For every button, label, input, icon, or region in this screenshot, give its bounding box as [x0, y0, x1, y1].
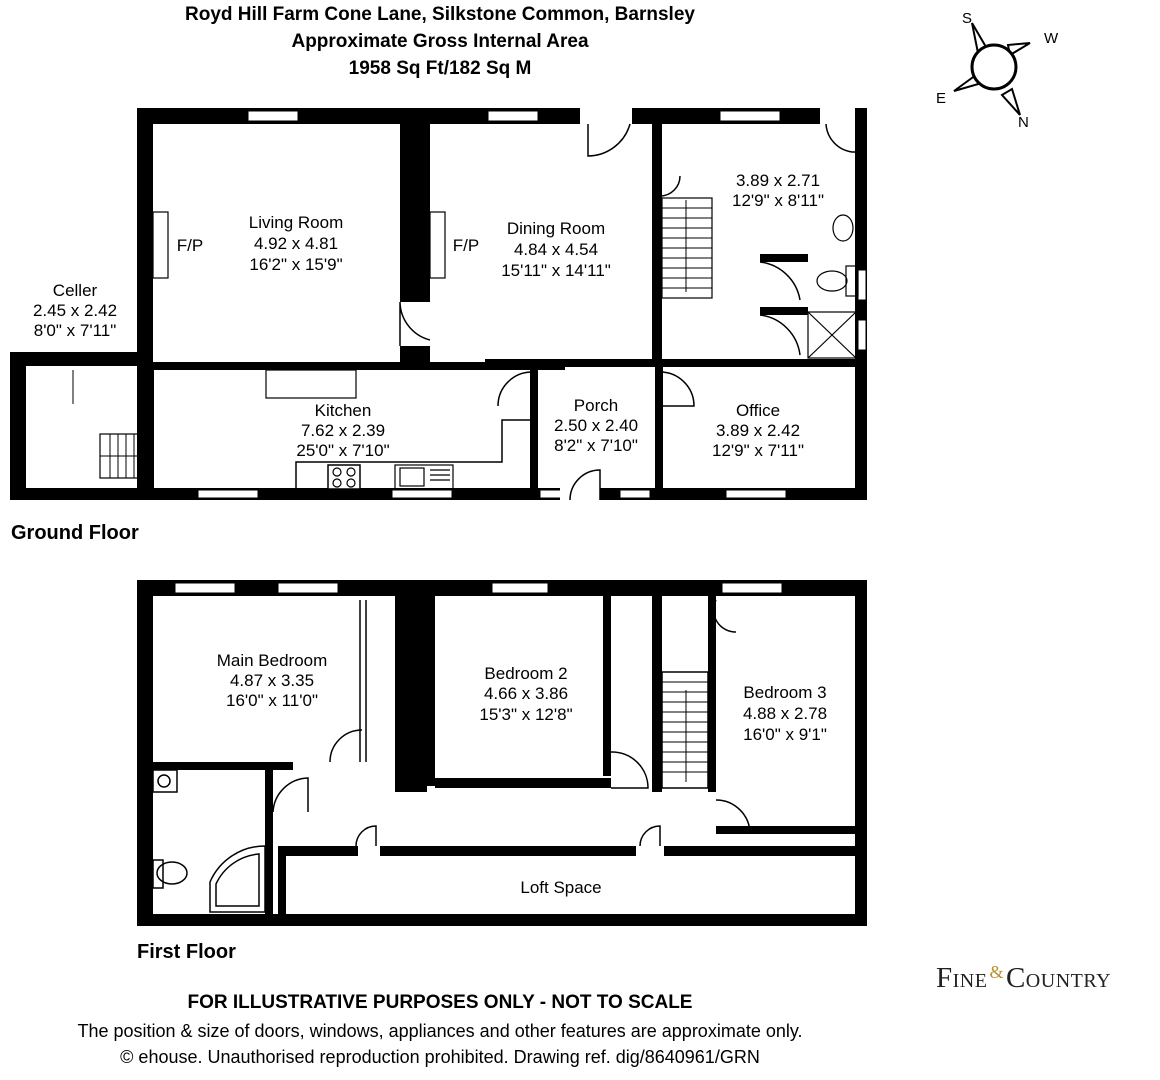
dining-room-metric: 4.84 x 4.54 [514, 240, 598, 259]
celler-name: Celler [53, 281, 98, 300]
kitchen-metric: 7.62 x 2.39 [301, 421, 385, 440]
dining-room-name: Dining Room [507, 219, 605, 238]
disclaimer: FOR ILLUSTRATIVE PURPOSES ONLY - NOT TO … [187, 992, 693, 1013]
kitchen-imperial: 25'0" x 7'10" [296, 441, 389, 460]
office-imperial: 12'9" x 7'11" [712, 441, 804, 460]
kitchen-name: Kitchen [315, 401, 372, 420]
bedroom3-imperial: 16'0" x 9'1" [743, 725, 827, 744]
brand-country: Country [1005, 962, 1112, 994]
brand-amp: & [989, 962, 1004, 982]
area-value: 1958 Sq Ft/182 Sq M [348, 58, 532, 79]
compass-w: W [1044, 30, 1059, 47]
bedroom3-name: Bedroom 3 [743, 683, 826, 702]
dining-room-imperial: 15'11" x 14'11" [501, 261, 611, 280]
first-floor-plan: Main Bedroom 4.87 x 3.35 16'0" x 11'0" B… [137, 580, 867, 926]
loft-space-name: Loft Space [520, 878, 601, 897]
first-floor-label: First Floor [137, 941, 236, 963]
living-room-name: Living Room [249, 213, 344, 232]
copyright-note: © ehouse. Unauthorised reproduction proh… [120, 1047, 760, 1067]
fp-living-label: F/P [177, 236, 203, 255]
area-subtitle: Approximate Gross Internal Area [291, 31, 589, 52]
compass-e: E [936, 90, 946, 107]
main-bedroom-metric: 4.87 x 3.35 [230, 671, 314, 690]
porch-imperial: 8'2" x 7'10" [554, 436, 638, 455]
celler-imperial: 8'0" x 7'11" [34, 321, 117, 340]
bedroom2-metric: 4.66 x 3.86 [484, 684, 568, 703]
brand-logo: Fine&Country [936, 962, 1111, 995]
compass-s: S [962, 10, 972, 27]
fp-dining-label: F/P [453, 236, 479, 255]
porch-metric: 2.50 x 2.40 [554, 416, 638, 435]
compass-icon: S W E N [936, 10, 1059, 131]
ground-floor-label: Ground Floor [11, 522, 139, 544]
compass-n: N [1018, 114, 1029, 131]
bedroom2-imperial: 15'3" x 12'8" [479, 705, 572, 724]
main-bedroom-name: Main Bedroom [217, 651, 328, 670]
position-note: The position & size of doors, windows, a… [77, 1021, 803, 1041]
bedroom3-metric: 4.88 x 2.78 [743, 704, 827, 723]
main-bedroom-imperial: 16'0" x 11'0" [226, 691, 318, 710]
property-address: Royd Hill Farm Cone Lane, Silkstone Comm… [185, 4, 695, 25]
living-room-imperial: 16'2" x 15'9" [249, 255, 342, 274]
office-name: Office [736, 401, 780, 420]
living-room-metric: 4.92 x 4.81 [254, 234, 338, 253]
office-metric: 3.89 x 2.42 [716, 421, 800, 440]
celler-metric: 2.45 x 2.42 [33, 301, 117, 320]
hall-imperial: 12'9" x 8'11" [732, 191, 824, 210]
porch-name: Porch [574, 396, 618, 415]
hall-metric: 3.89 x 2.71 [736, 171, 820, 190]
brand-fine: Fine [936, 962, 988, 994]
bedroom2-name: Bedroom 2 [484, 664, 567, 683]
ground-floor-plan: Celler 2.45 x 2.42 8'0" x 7'11" Living R… [10, 108, 867, 501]
